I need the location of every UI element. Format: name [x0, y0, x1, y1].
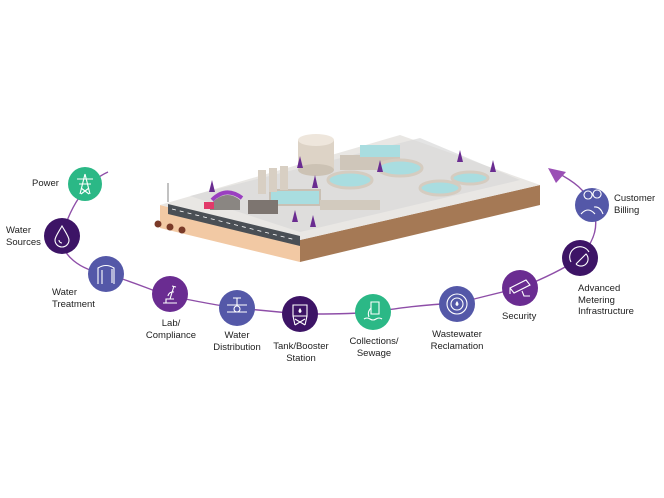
- node-circle: [152, 276, 188, 312]
- node-label-water-sources: Water Sources: [6, 225, 41, 248]
- direction-arrowhead-icon: [548, 168, 566, 183]
- water-drop-icon: [54, 224, 70, 248]
- treatment-tank-icon: [97, 264, 115, 284]
- node-label-customer-billing: Customer Billing: [614, 193, 656, 216]
- node-water-sources: [44, 218, 80, 254]
- node-water-distribution: [219, 290, 255, 326]
- node-collections-sewage: [355, 294, 391, 330]
- node-ami: [562, 240, 598, 276]
- node-power: [68, 167, 102, 201]
- node-circle: [562, 240, 598, 276]
- node-label-ami: Advanced Metering Infrastructure: [578, 283, 634, 317]
- treatment-plant-illustration: [154, 134, 540, 262]
- pipe-valve-icon: [227, 297, 247, 313]
- node-label-power: Power: [32, 178, 59, 189]
- node-label-water-distribution: Water Distribution: [213, 330, 261, 353]
- meter-gauge-icon: [569, 246, 590, 267]
- node-label-lab-compliance: Lab/ Compliance: [145, 318, 197, 341]
- node-circle: [355, 294, 391, 330]
- clarifier-icon: [446, 293, 468, 315]
- node-tank-booster: [282, 296, 318, 332]
- node-water-treatment: [88, 256, 124, 292]
- node-wastewater-reclamation: [439, 286, 475, 322]
- node-label-wastewater-reclamation: Wastewater Reclamation: [430, 329, 484, 352]
- node-customer-billing: [575, 188, 609, 222]
- node-label-tank-booster: Tank/Booster Station: [273, 341, 329, 364]
- node-circle: [44, 218, 80, 254]
- power-tower-icon: [77, 173, 93, 195]
- node-security: [502, 270, 538, 306]
- node-label-water-treatment: Water Treatment: [52, 287, 95, 310]
- security-camera-icon: [509, 279, 531, 297]
- node-circle: [88, 256, 124, 292]
- microscope-icon: [163, 285, 177, 304]
- node-circle: [282, 296, 318, 332]
- water-tower-icon: [292, 304, 308, 326]
- node-label-security: Security: [502, 311, 537, 322]
- node-lab-compliance: [152, 276, 188, 312]
- customers-icon: [580, 189, 604, 215]
- node-circle: [502, 270, 538, 306]
- sewage-outfall-icon: [363, 301, 383, 321]
- node-label-collections-sewage: Collections/ Sewage: [349, 336, 399, 359]
- node-circle: [219, 290, 255, 326]
